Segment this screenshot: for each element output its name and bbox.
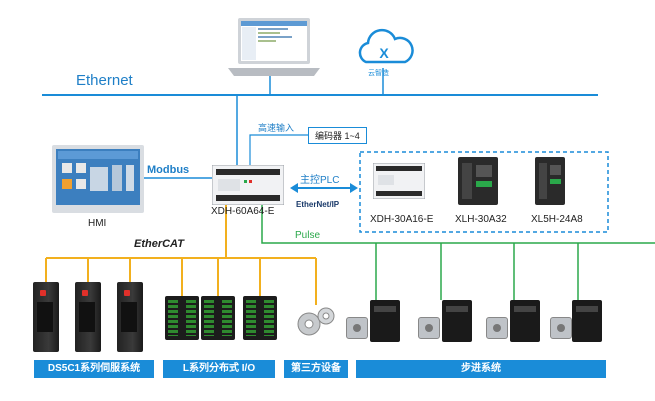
laptop-icon [228, 18, 320, 76]
cloud-label: 云智造 [368, 70, 389, 77]
ethercat-label: EtherCAT [134, 238, 184, 250]
hmi-panel-icon [52, 145, 144, 215]
bar-third-party: 第三方设备 [284, 360, 348, 378]
cloud-icon: X [352, 28, 416, 72]
distributed-io-2 [201, 296, 235, 340]
ethernet-label: Ethernet [76, 72, 133, 89]
slave-plc-1-label: XDH-30A16-E [370, 214, 434, 225]
servo-drive-2 [75, 282, 101, 352]
slave-plc-1-icon [372, 162, 426, 200]
servo-drive-1 [33, 282, 59, 352]
bar-stepper-system: 步进系统 [356, 360, 606, 378]
stepper-driver-1 [370, 300, 400, 342]
gear-icon [294, 304, 338, 340]
ethernet-ip-label: EtherNet/IP [296, 200, 340, 209]
stepper-driver-4 [572, 300, 602, 342]
hmi-label: HMI [88, 218, 107, 229]
bar-servo-system: DS5C1系列伺服系统 [34, 360, 154, 378]
pulse-label: Pulse [295, 230, 321, 241]
high-speed-input-label: 高速输入 [258, 123, 295, 133]
servo-drive-3 [117, 282, 143, 352]
bar-distributed-io: L系列分布式 I/O [163, 360, 275, 378]
slave-plc-2-icon [458, 157, 498, 205]
slave-plc-3-icon [535, 157, 565, 205]
modbus-label: Modbus [147, 164, 190, 176]
stepper-motor-3 [486, 317, 508, 339]
stepper-driver-3 [510, 300, 540, 342]
slave-plc-3-label: XL5H-24A8 [531, 214, 583, 225]
main-plc-icon [211, 164, 285, 206]
distributed-io-1 [165, 296, 199, 340]
stepper-motor-4 [550, 317, 572, 339]
encoder-box: 编码器 1~4 [308, 127, 367, 144]
stepper-motor-2 [418, 317, 440, 339]
main-plc-label: XDH-60A64-E [211, 206, 275, 217]
distributed-io-3 [243, 296, 277, 340]
master-plc-label: 主控PLC [300, 175, 340, 186]
svg-text:X: X [379, 45, 389, 61]
stepper-motor-1 [346, 317, 368, 339]
stepper-driver-2 [442, 300, 472, 342]
slave-plc-2-label: XLH-30A32 [455, 214, 507, 225]
